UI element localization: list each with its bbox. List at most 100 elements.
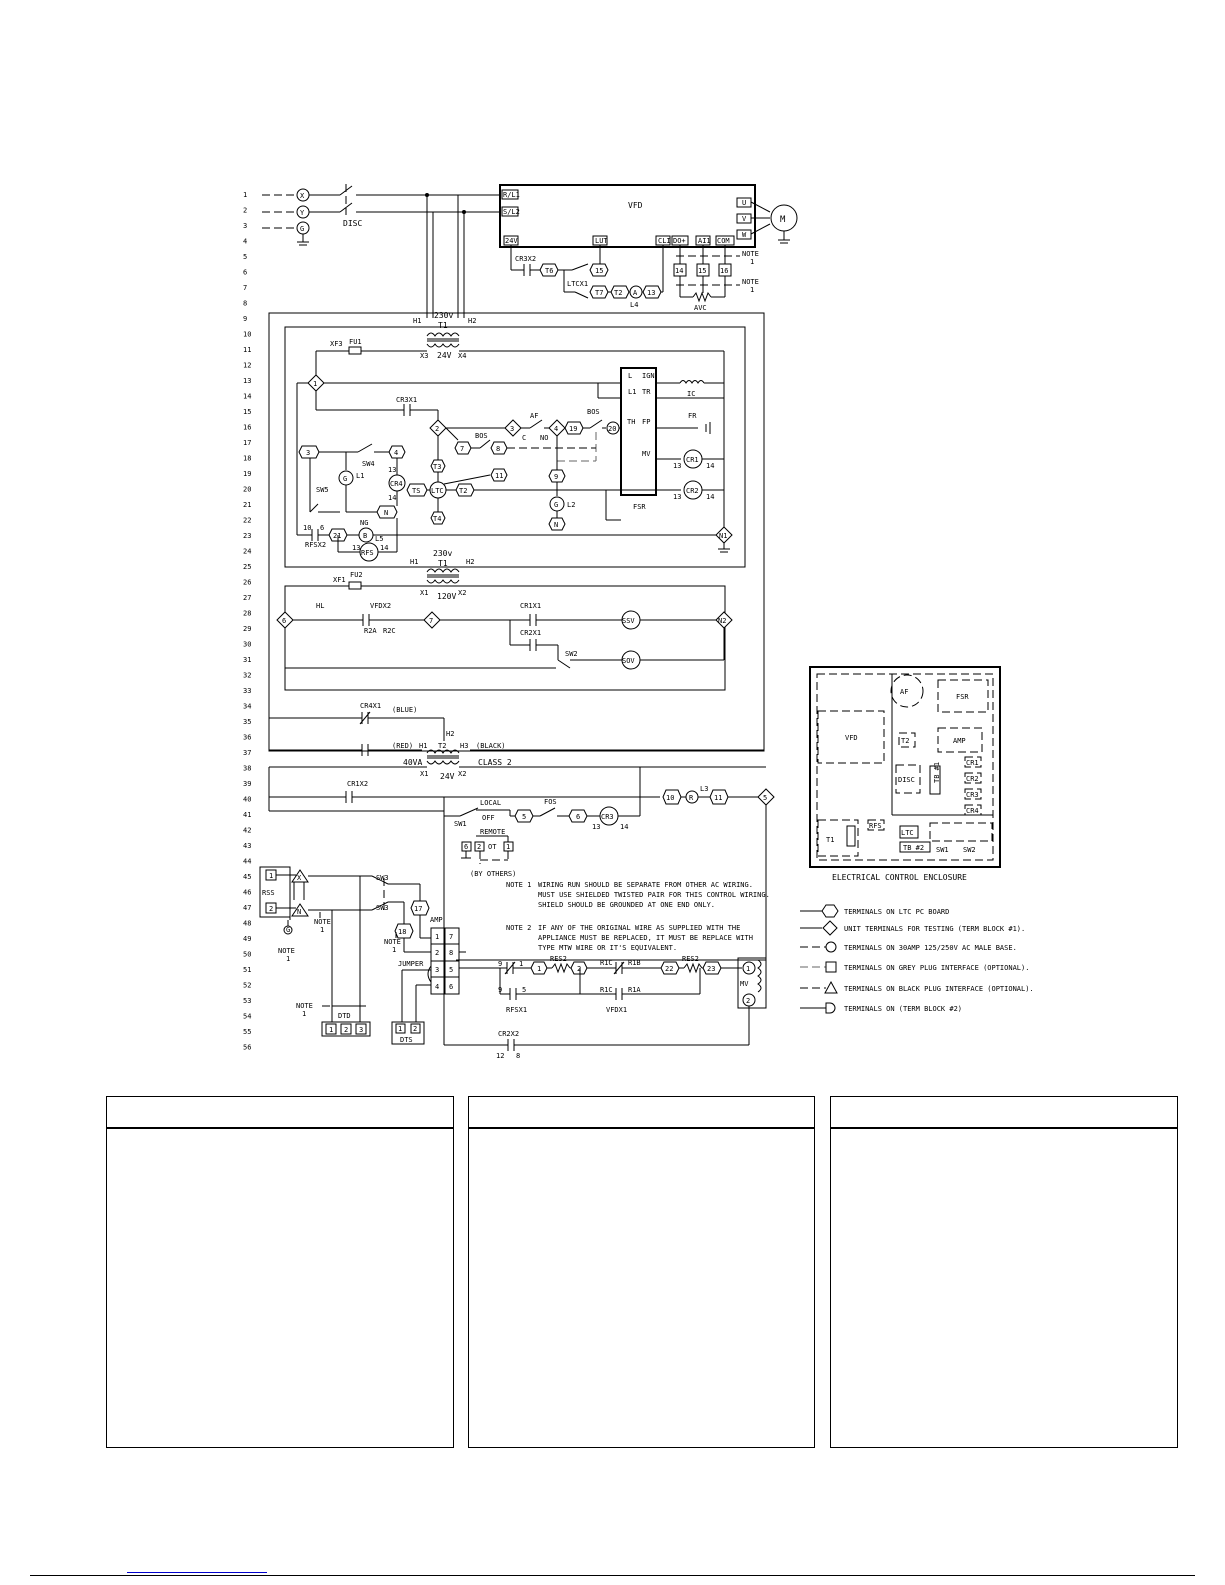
svg-text:5: 5 bbox=[763, 794, 767, 802]
rung-number: 10 bbox=[243, 331, 251, 339]
enc-t1: T1 bbox=[826, 836, 834, 844]
sw5-label: SW5 bbox=[316, 486, 329, 494]
svg-text:9: 9 bbox=[498, 986, 502, 994]
enc-sw2: SW2 bbox=[963, 846, 976, 854]
rfsx1-label: RFSX1 bbox=[506, 1006, 527, 1014]
enc-tb2: TB #2 bbox=[903, 844, 924, 852]
svg-text:11: 11 bbox=[714, 794, 722, 802]
sw3-label-top: SW3 bbox=[376, 874, 389, 882]
svg-text:T2: T2 bbox=[459, 487, 467, 495]
svg-text:9: 9 bbox=[554, 473, 558, 481]
rung-number: 52 bbox=[243, 982, 251, 990]
motor-label: M bbox=[780, 215, 786, 225]
rss-x: X bbox=[297, 874, 302, 882]
ssv-coil: SSV bbox=[622, 617, 635, 625]
svg-text:16: 16 bbox=[720, 267, 728, 275]
svg-text:2: 2 bbox=[477, 843, 481, 851]
svg-text:4: 4 bbox=[554, 425, 558, 433]
cr2x1-label: CR2X1 bbox=[520, 629, 541, 637]
svg-text:13: 13 bbox=[388, 466, 396, 474]
vfd-cli-terminal: CLI bbox=[658, 237, 671, 245]
enc-fsr: FSR bbox=[956, 693, 969, 701]
svg-text:20: 20 bbox=[608, 425, 616, 433]
rung-number: 48 bbox=[243, 920, 251, 928]
svg-text:10: 10 bbox=[666, 794, 674, 802]
l1-label: L1 bbox=[356, 472, 364, 480]
note-ref-1-num: 1 bbox=[750, 258, 754, 266]
rung-numbers: 1234567891011121314151617181920212223242… bbox=[243, 191, 251, 1052]
vfdx2-label: VFDX2 bbox=[370, 602, 391, 610]
svg-text:3: 3 bbox=[510, 425, 514, 433]
sw1-remote: REMOTE bbox=[480, 828, 505, 836]
svg-text:15: 15 bbox=[698, 267, 706, 275]
mv-label: MV bbox=[740, 980, 749, 988]
rung-number: 18 bbox=[243, 455, 251, 463]
t1-120-label: T1 bbox=[438, 559, 448, 568]
vfd-24v-terminal: 24V bbox=[505, 237, 518, 245]
cr4-coil: CR4 bbox=[390, 480, 403, 488]
l5-label: L5 bbox=[375, 535, 383, 543]
vfdx1-r1c-top: R1C bbox=[600, 959, 613, 967]
svg-text:9: 9 bbox=[498, 960, 502, 968]
rung-number: 54 bbox=[243, 1013, 251, 1021]
svg-text:15: 15 bbox=[595, 267, 603, 275]
blank-panel-middle bbox=[468, 1096, 815, 1448]
svg-text:5: 5 bbox=[522, 986, 526, 994]
enc-cr4: CR4 bbox=[966, 807, 979, 815]
footer-link-underline[interactable] bbox=[127, 1572, 267, 1573]
sw2-label: SW2 bbox=[565, 650, 578, 658]
ts-label: TS bbox=[412, 487, 420, 495]
svg-text:1: 1 bbox=[329, 1026, 333, 1034]
sw3-label-bot: SW3 bbox=[376, 904, 389, 912]
legend: TERMINALS ON LTC PC BOARD UNIT TERMINALS… bbox=[800, 904, 1034, 1014]
svg-text:1: 1 bbox=[519, 960, 523, 968]
rung-number: 34 bbox=[243, 703, 251, 711]
l4-label: L4 bbox=[630, 301, 638, 309]
svg-text:14: 14 bbox=[706, 493, 714, 501]
xf1-label: XF1 bbox=[333, 576, 346, 584]
note1-line3: SHIELD SHOULD BE GROUNDED AT ONE END ONL… bbox=[538, 901, 715, 909]
vfd-lut-terminal: LUT bbox=[595, 237, 608, 245]
cr1-coil: CR1 bbox=[686, 456, 699, 464]
t1-120-x1: X1 bbox=[420, 589, 428, 597]
note-ref-1: NOTE bbox=[742, 250, 759, 258]
control-frame-outer bbox=[268, 312, 765, 752]
rung-number: 2 bbox=[243, 207, 247, 215]
svg-text:8: 8 bbox=[496, 445, 500, 453]
t1-h2: H2 bbox=[468, 317, 476, 325]
enc-af: AF bbox=[900, 688, 908, 696]
enc-vfd: VFD bbox=[845, 734, 858, 742]
rung-number: 4 bbox=[243, 238, 247, 246]
vfd-com-terminal: COM bbox=[717, 237, 730, 245]
note1-label: NOTE 1 bbox=[506, 881, 531, 889]
ltc-label: LTC bbox=[431, 487, 444, 495]
rung-number: 27 bbox=[243, 594, 251, 602]
t1-120-voltage: 230v bbox=[433, 549, 452, 558]
rung-number: 43 bbox=[243, 842, 251, 850]
svg-text:1: 1 bbox=[746, 965, 750, 973]
fsr-th: TH bbox=[627, 418, 635, 426]
rung-number: 36 bbox=[243, 734, 251, 742]
note-ref-2: NOTE bbox=[742, 278, 759, 286]
electrical-control-enclosure: AF FSR VFD T2 AMP DISC TB #1 CR1 CR2 CR3… bbox=[809, 666, 1001, 882]
fu2-label: FU2 bbox=[350, 571, 363, 579]
enc-cr3: CR3 bbox=[966, 791, 979, 799]
svg-text:3: 3 bbox=[359, 1026, 363, 1034]
t2-h1: H1 bbox=[419, 742, 427, 750]
rung-number: 1 bbox=[243, 191, 247, 199]
rung-number: 30 bbox=[243, 641, 251, 649]
panel-right-header bbox=[831, 1097, 1177, 1129]
svg-text:A: A bbox=[633, 289, 638, 297]
power-section: X Y G DISC VFD R/L1 S/L2 U V W M 24V LUT… bbox=[262, 184, 798, 318]
fsr-tr: TR bbox=[642, 388, 651, 396]
svg-text:T4: T4 bbox=[433, 515, 441, 523]
vfd-rl1-terminal: R/L1 bbox=[503, 191, 520, 199]
r-lamp: R bbox=[689, 794, 694, 802]
legend-item-tb2: TERMINALS ON (TERM BLOCK #2) bbox=[844, 1005, 962, 1013]
legend-item-black-plug: TERMINALS ON BLACK PLUG INTERFACE (OPTIO… bbox=[844, 985, 1034, 993]
rung-number: 25 bbox=[243, 563, 251, 571]
vfd-ai1-terminal: AI1 bbox=[698, 237, 711, 245]
footer-rule bbox=[30, 1575, 1195, 1576]
svg-text:13: 13 bbox=[673, 493, 681, 501]
fsr-ign: IGN bbox=[642, 372, 655, 380]
